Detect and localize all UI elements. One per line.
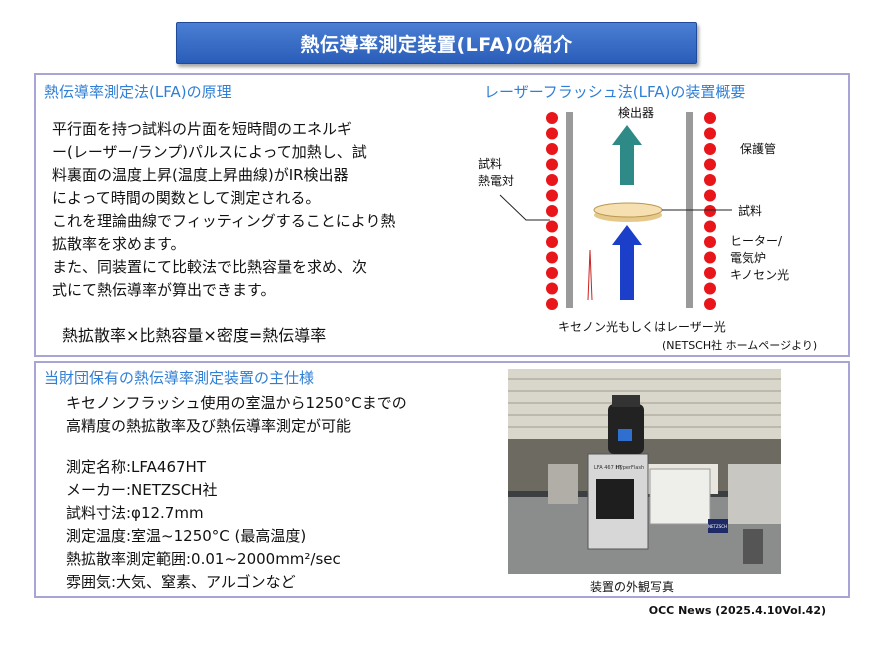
heater-dot	[704, 158, 716, 171]
heater-dot	[704, 298, 716, 310]
heater-dot	[546, 112, 558, 124]
heater-dot	[704, 236, 716, 248]
principle-line: ー(レーザー/ランプ)パルスによって加熱し、試	[52, 143, 367, 161]
principle-line: 料裏面の温度上昇(温度上昇曲線)がIR検出器	[52, 166, 349, 184]
label-thermocouple: 熱電対	[478, 174, 515, 188]
footer-credit: OCC News (2025.4.10Vol.42)	[648, 604, 826, 617]
label-thermocouple: 試料	[478, 157, 503, 171]
diagram-heading: レーザーフラッシュ法(LFA)の装置概要	[484, 83, 746, 101]
photo-model-label: LFA 467 HT	[594, 465, 623, 471]
heater-dots	[546, 112, 716, 310]
specs-intro-line: キセノンフラッシュ使用の室温から1250°Cまでの	[66, 394, 407, 412]
photo-brand-label: NETZSCH	[708, 524, 727, 529]
heater-dot	[546, 189, 558, 202]
photo-hyperflash-label: HyperFlash	[616, 465, 644, 471]
principle-line: これを理論曲線でフィッティングすることにより熱	[52, 212, 396, 230]
heater-dot	[546, 220, 558, 233]
spec-item: 測定名称:LFA467HT	[66, 458, 206, 476]
principle-text: 平行面を持つ試料の片面を短時間のエネルギ ー(レーザー/ランプ)パルスによって加…	[52, 118, 396, 302]
formula: 熱拡散率×比熱容量×密度=熱伝導率	[62, 326, 327, 345]
spec-item: 試料寸法:φ12.7mm	[66, 504, 204, 522]
page-title: 熱伝導率測定装置(LFA)の紹介	[176, 22, 697, 64]
label-heater: ヒーター/	[730, 234, 783, 248]
spec-item: メーカー:NETZSCH社	[66, 481, 218, 499]
heater-dot	[704, 189, 716, 202]
diagram-credit: (NETSCH社 ホームページより)	[662, 339, 818, 352]
device-photo-illustration: LFA 467 HT HyperFlash NETZSCH	[508, 369, 781, 574]
heater-dot	[546, 158, 558, 171]
heater-dot	[704, 251, 716, 264]
heater-dot	[546, 236, 558, 248]
heater-dot	[704, 220, 716, 233]
label-source: キセノン光もしくはレーザー光	[558, 320, 726, 334]
detector-arrow	[612, 125, 642, 185]
lfa-apparatus-diagram	[499, 112, 732, 310]
heater-dot	[704, 112, 716, 124]
specs-heading: 当財団保有の熱伝導率測定装置の主仕様	[44, 369, 315, 387]
spec-item: 測定温度:室温~1250°C (最高温度)	[66, 527, 307, 545]
device-photo: LFA 467 HT HyperFlash NETZSCH	[508, 369, 781, 574]
heater-dot	[704, 282, 716, 295]
photo-caption: 装置の外観写真	[590, 580, 675, 594]
principle-line: によって時間の関数として測定される。	[52, 189, 321, 207]
heater-dot	[546, 205, 558, 217]
source-arrow	[612, 225, 642, 300]
label-heater: キノセン光	[730, 268, 790, 282]
principle-line: 平行面を持つ試料の片面を短時間のエネルギ	[52, 120, 353, 138]
protect-tube-left	[566, 112, 573, 308]
principle-line: 拡散率を求めます。	[52, 235, 186, 253]
heater-dot	[546, 298, 558, 310]
label-detector: 検出器	[618, 106, 655, 120]
heater-dot	[546, 282, 558, 295]
principle-line: また、同装置にて比較法で比熱容量を求め、次	[52, 258, 368, 276]
heater-dot	[704, 205, 716, 217]
thermocouple-leader	[499, 194, 550, 221]
heater-dot	[546, 251, 558, 264]
specs-intro: キセノンフラッシュ使用の室温から1250°Cまでの 高精度の熱拡散率及び熱伝導率…	[66, 392, 407, 438]
principle-line: 式にて熱伝導率が算出できます。	[52, 281, 276, 299]
specs-intro-line: 高精度の熱拡散率及び熱伝導率測定が可能	[66, 417, 352, 435]
heater-dot	[546, 143, 558, 155]
label-sample: 試料	[738, 204, 763, 218]
label-heater: 電気炉	[730, 251, 767, 265]
spec-item: 雰囲気:大気、窒素、アルゴンなど	[66, 573, 296, 591]
principle-heading: 熱伝導率測定法(LFA)の原理	[44, 83, 232, 101]
heater-dot	[704, 143, 716, 155]
heater-dot	[546, 174, 558, 186]
label-protect-tube: 保護管	[740, 142, 777, 156]
thermocouple-wire	[587, 249, 593, 301]
heater-dot	[546, 127, 558, 140]
spec-item: 熱拡散率測定範囲:0.01~2000mm²/sec	[66, 550, 341, 568]
heater-dot	[704, 267, 716, 279]
heater-dot	[546, 267, 558, 279]
heater-dot	[704, 174, 716, 186]
sample-disc	[593, 202, 663, 218]
heater-dot	[704, 127, 716, 140]
specs-list: 測定名称:LFA467HT メーカー:NETZSCH社 試料寸法:φ12.7mm…	[66, 456, 341, 594]
